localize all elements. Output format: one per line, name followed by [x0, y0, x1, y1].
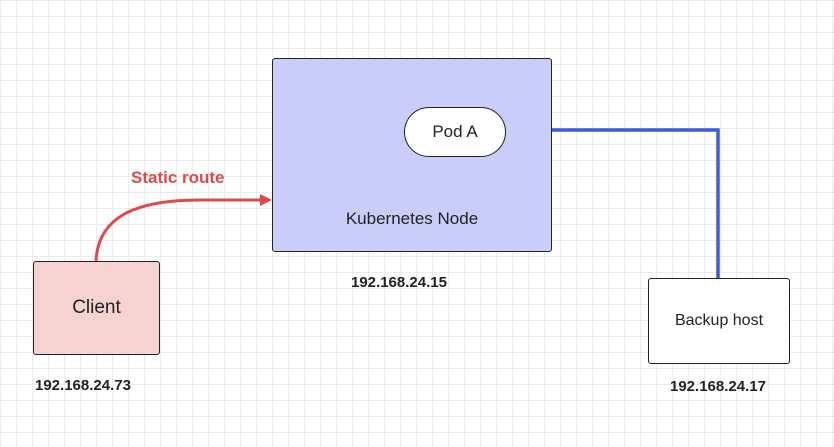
kubernetes-node-box[interactable]: Kubernetes Node — [272, 58, 552, 252]
client-label: Client — [72, 297, 121, 318]
backup-host-box[interactable]: Backup host — [648, 278, 790, 364]
client-box[interactable]: Client — [33, 261, 160, 355]
static-route-arrow — [94, 198, 262, 262]
static-route-label: Static route — [131, 168, 225, 187]
pod-a-box[interactable]: Pod A — [404, 107, 506, 157]
kubernetes-node-ip-label: 192.168.24.15 — [351, 274, 447, 291]
backup-host-label: Backup host — [674, 312, 764, 329]
static-route-arrowhead — [260, 194, 272, 206]
backup-host-ip-label: 192.168.24.17 — [670, 378, 766, 395]
kubernetes-node-label: Kubernetes Node — [345, 209, 479, 228]
client-ip-label: 192.168.24.73 — [35, 377, 131, 394]
pod-a-label: Pod A — [432, 122, 478, 141]
